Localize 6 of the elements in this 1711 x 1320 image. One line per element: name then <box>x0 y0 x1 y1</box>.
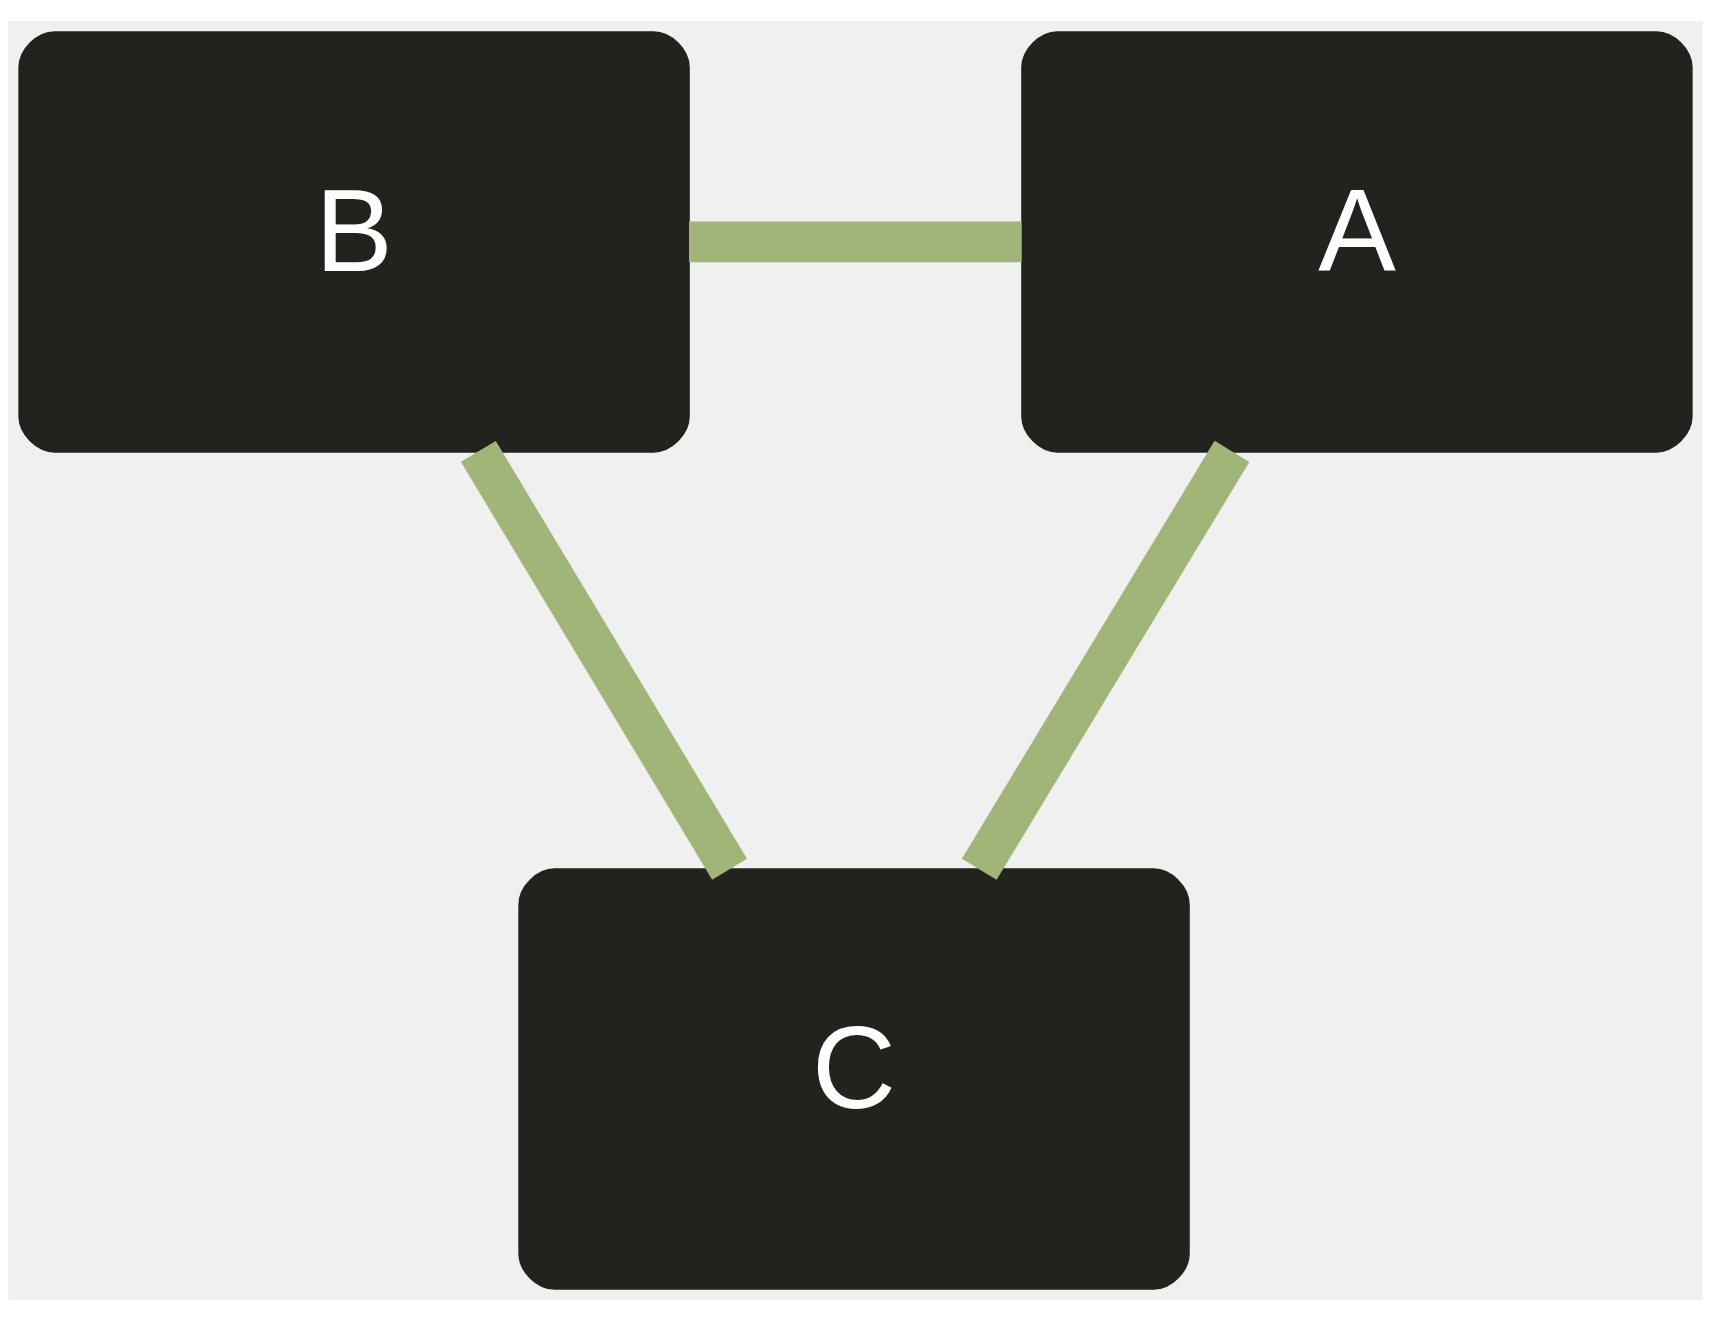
connector <box>961 440 1250 880</box>
node-box: B <box>18 30 690 453</box>
connector <box>689 221 1022 262</box>
connector <box>460 440 747 880</box>
node-box: A <box>1021 30 1693 453</box>
node-box: C <box>518 867 1190 1290</box>
